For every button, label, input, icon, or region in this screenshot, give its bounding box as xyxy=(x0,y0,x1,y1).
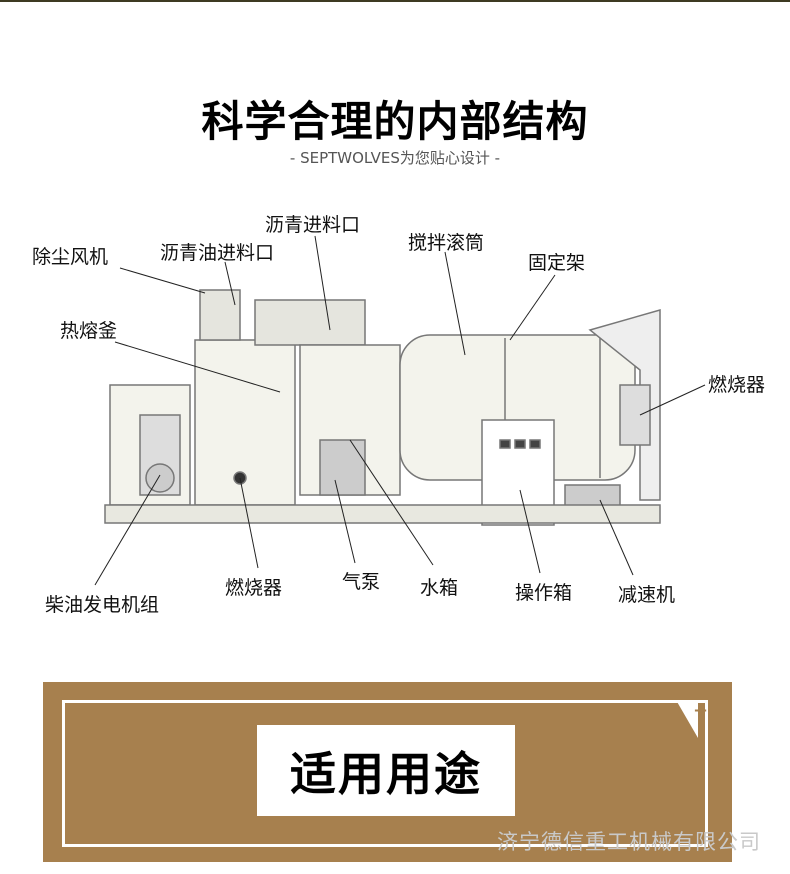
machine-illustration xyxy=(104,289,661,526)
label-burner-right: 燃烧器 xyxy=(708,374,766,396)
section-title: 适用用途 xyxy=(257,725,515,816)
label-asphalt-oil-inlet: 沥青油进料口 xyxy=(160,242,275,264)
fixed-frame xyxy=(588,309,661,501)
label-dust-fan: 除尘风机 xyxy=(32,246,109,268)
pump-unit xyxy=(319,439,366,496)
page-title: 科学合理的内部结构 xyxy=(201,97,589,146)
label-fixed-frame: 固定架 xyxy=(528,252,586,274)
label-water-tank: 水箱 xyxy=(420,577,459,599)
usage-section-banner: + 适用用途 xyxy=(43,682,732,862)
label-air-pump: 气泵 xyxy=(342,571,381,593)
chassis xyxy=(104,504,661,524)
label-melting-kettle: 热熔釜 xyxy=(60,320,118,342)
plus-icon: + xyxy=(693,700,709,721)
banner-corner xyxy=(676,700,698,738)
label-mixing-drum: 搅拌滚筒 xyxy=(408,232,485,254)
label-asphalt-inlet: 沥青进料口 xyxy=(265,214,361,236)
label-control-box: 操作箱 xyxy=(515,582,573,604)
burner xyxy=(619,384,651,446)
machine-diagram xyxy=(94,235,706,586)
watermark: 济宁德信重工机械有限公司 xyxy=(497,830,761,854)
label-burner-bottom: 燃烧器 xyxy=(225,577,283,599)
label-diesel-generator: 柴油发电机组 xyxy=(45,594,160,616)
label-reducer: 减速机 xyxy=(618,584,676,606)
leader-lines xyxy=(94,235,706,586)
banner-inner-border xyxy=(62,700,708,847)
top-border xyxy=(0,0,790,2)
page-subtitle: - SEPTWOLVES为您贴心设计 - xyxy=(289,149,501,167)
